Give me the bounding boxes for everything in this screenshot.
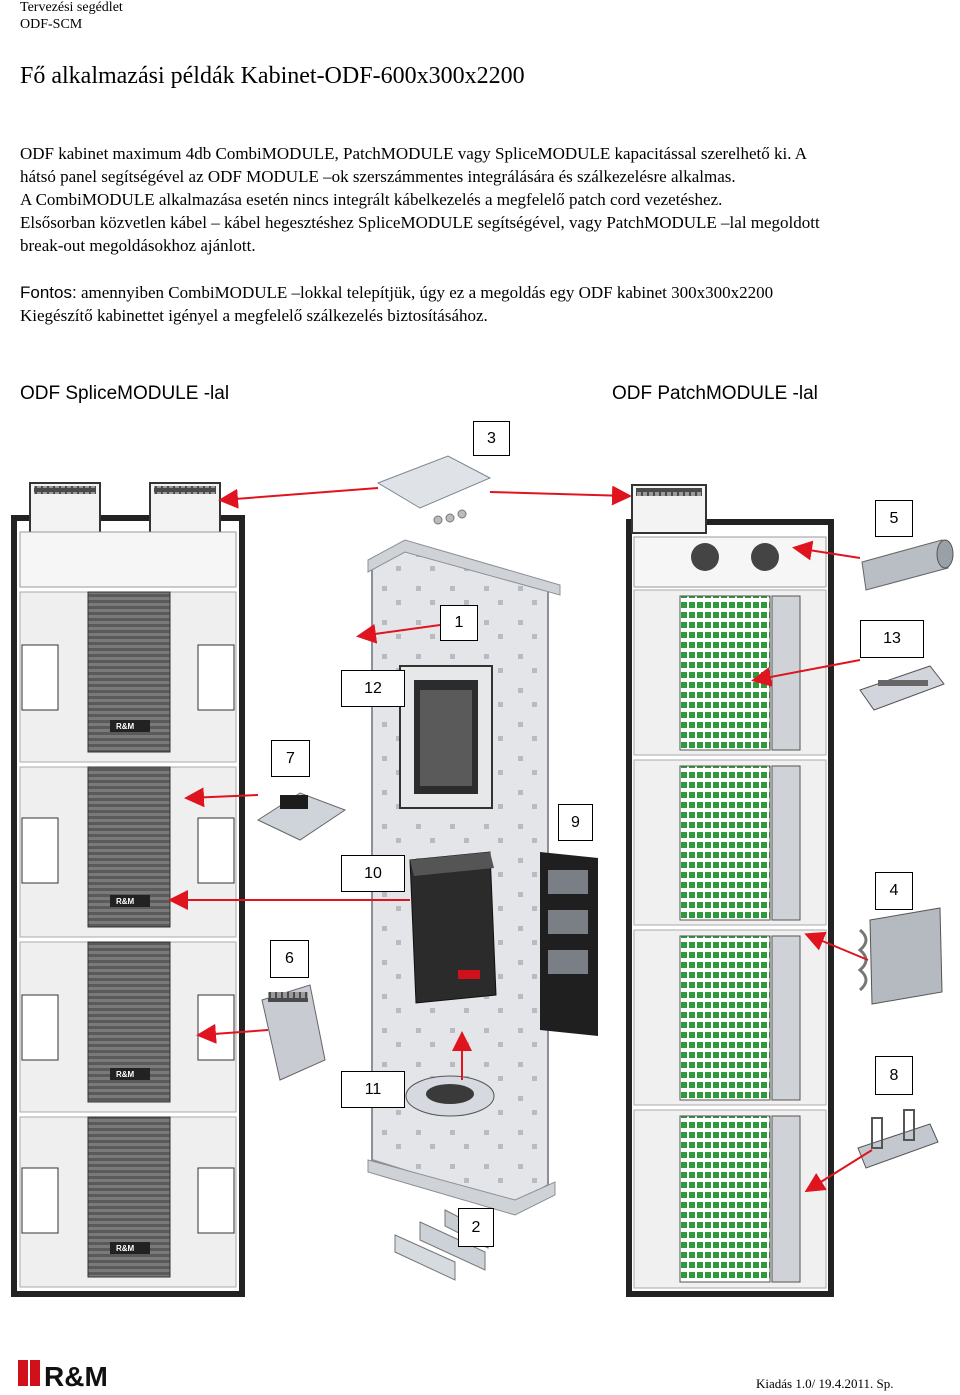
callout-3: 3 <box>473 421 510 456</box>
splice-cabinet: R&M R&M R&M R&M <box>11 482 245 1297</box>
item-7-cable-clamp <box>256 792 347 841</box>
header-doc-type: Tervezési segédlet <box>20 0 123 15</box>
page-title: Fő alkalmazási példák Kabinet-ODF-600x30… <box>20 63 525 89</box>
callout-11: 11 <box>341 1071 405 1108</box>
intro-paragraph: ODF kabinet maximum 4db CombiMODULE, Pat… <box>20 142 945 257</box>
intro-line: A CombiMODULE alkalmazása esetén nincs i… <box>20 190 723 209</box>
callout-arrows <box>168 485 873 1193</box>
note-line: amennyiben CombiMODULE –lokkal telepítjü… <box>76 283 774 302</box>
callout-7: 7 <box>271 740 310 777</box>
intro-line: ODF kabinet maximum 4db CombiMODULE, Pat… <box>20 144 808 163</box>
callout-2: 2 <box>458 1208 494 1247</box>
logo-text: R&M <box>44 1361 108 1392</box>
intro-line: break-out megoldásokhoz ajánlott. <box>20 236 256 255</box>
callout-8: 8 <box>875 1056 913 1095</box>
callout-9: 9 <box>558 804 593 841</box>
rm-logo: R&M <box>18 1360 108 1392</box>
note-label: Fontos: <box>20 283 77 302</box>
callout-10: 10 <box>341 855 405 892</box>
item-12-combi-module-frame <box>399 665 493 809</box>
callout-6: 6 <box>270 940 309 978</box>
item-9-side-bracket <box>540 852 598 1036</box>
splice-module-stack <box>19 591 237 1288</box>
patch-cabinet <box>626 484 834 1297</box>
brand-label: R&M <box>116 1244 135 1253</box>
callout-1: 1 <box>440 605 478 641</box>
brand-label: R&M <box>116 1070 135 1079</box>
callout-5: 5 <box>875 500 913 537</box>
item-5-cable-holder <box>861 539 954 591</box>
brand-label: R&M <box>116 722 135 731</box>
footer-edition: Kiadás 1.0/ 19.4.2011. Sp. <box>756 1376 894 1391</box>
intro-line: Elsősorban közvetlen kábel – kábel heges… <box>20 213 820 232</box>
top-bracket <box>631 484 707 534</box>
item-3-mounting-plate <box>376 455 492 525</box>
callout-12: 12 <box>341 670 405 707</box>
item-6-fiber-guide <box>261 984 326 1081</box>
top-bracket <box>29 482 221 534</box>
brand-label: R&M <box>116 897 135 906</box>
item-13-patch-bar <box>859 665 945 711</box>
note-line: Kiegészítő kabinettet igényel a megfelel… <box>20 306 488 325</box>
intro-line: hátsó panel segítségével az ODF MODULE –… <box>20 167 736 186</box>
item-10-patch-module <box>409 851 497 1004</box>
patch-module-stack <box>633 589 827 1289</box>
note-paragraph: Fontos: amennyiben CombiMODULE –lokkal t… <box>20 281 945 327</box>
item-11-splice-cassette <box>405 1075 495 1117</box>
section-title-splice: ODF SpliceMODULE -lal <box>20 383 230 404</box>
section-title-patch: ODF PatchMODULE -lal <box>612 383 818 404</box>
header-product: ODF-SCM <box>20 17 83 32</box>
item-8-cable-rail <box>857 1109 939 1169</box>
callout-4: 4 <box>875 872 913 910</box>
callout-13: 13 <box>860 620 924 658</box>
item-4-bend-guide <box>857 907 943 1005</box>
